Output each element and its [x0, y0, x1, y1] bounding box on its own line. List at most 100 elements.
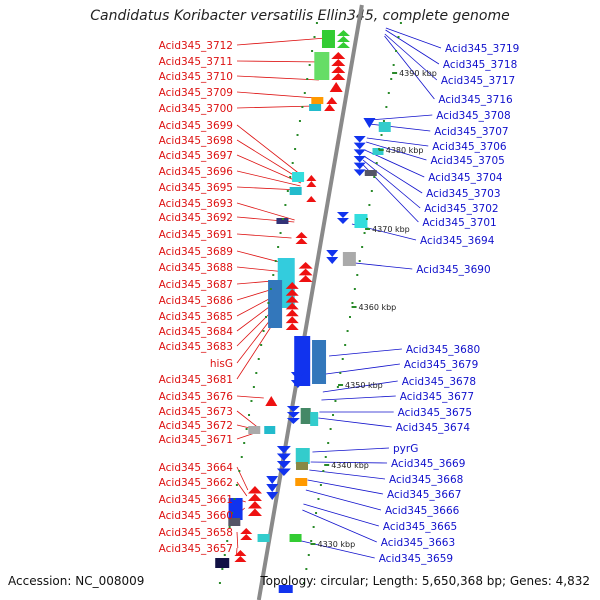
gene-arrow-forward — [363, 118, 376, 128]
gene-label-reverse: hisG — [210, 358, 233, 370]
leader-line — [312, 447, 390, 453]
gene-arrow-reverse — [234, 550, 247, 556]
gene-label-forward: Acid345_3708 — [436, 110, 510, 122]
gene-box — [300, 408, 311, 424]
gene-arrow-forward — [286, 418, 300, 424]
gene-label-forward: Acid345_3663 — [381, 537, 455, 549]
gene-label-forward: Acid345_3694 — [420, 235, 495, 247]
gene-label-forward: Acid345_3705 — [430, 155, 504, 167]
gene-box — [311, 97, 324, 104]
gene-label-reverse: Acid345_3698 — [159, 135, 233, 147]
gene-label-reverse: Acid345_3695 — [159, 182, 233, 194]
gene-label-forward: Acid345_3669 — [391, 458, 465, 470]
gene-label-reverse: Acid345_3712 — [159, 40, 233, 52]
gene-arrow-reverse — [298, 262, 313, 269]
gene-label-reverse: Acid345_3662 — [159, 477, 233, 489]
gene-label-forward: Acid345_3703 — [426, 188, 500, 200]
gene-box — [257, 534, 270, 542]
leader-line — [236, 410, 259, 429]
tick-label: 4360 kbp — [359, 303, 397, 312]
gene-arrow-forward — [276, 446, 291, 454]
gene-arrow-reverse — [295, 232, 308, 238]
gene-arrow-forward — [290, 380, 305, 388]
gene-box — [278, 585, 293, 593]
leader-line — [236, 124, 303, 177]
gene-label-forward: Acid345_3706 — [432, 141, 507, 153]
gene-arrow-reverse — [336, 42, 350, 48]
leader-line — [369, 114, 433, 121]
leader-line — [236, 233, 292, 239]
gene-arrow-reverse — [324, 104, 336, 111]
gene-label-reverse: Acid345_3685 — [159, 311, 233, 323]
gene-arrow-reverse — [240, 528, 253, 534]
gene-label-forward: Acid345_3702 — [424, 203, 498, 215]
leader-line — [321, 395, 396, 401]
gene-arrow-forward — [353, 149, 366, 156]
gene-box — [295, 448, 310, 464]
leader-line — [236, 139, 302, 181]
gene-label-reverse: Acid345_3661 — [159, 494, 233, 506]
gene-arrow-forward — [286, 406, 300, 412]
gene-arrow-forward — [266, 484, 279, 492]
gene-arrow-reverse — [285, 295, 299, 303]
gene-arrow-reverse — [285, 309, 299, 317]
gene-label-forward: Acid345_3666 — [385, 505, 460, 517]
gene-label-reverse: Acid345_3676 — [159, 391, 234, 403]
gene-label-reverse: Acid345_3683 — [159, 341, 233, 353]
gene-arrow-reverse — [285, 282, 299, 289]
gene-label-reverse: Acid345_3709 — [159, 87, 233, 99]
tick-label: 4380 kbp — [386, 146, 424, 155]
gene-arrow-reverse — [326, 97, 338, 104]
gene-arrow-reverse — [331, 66, 346, 73]
gene-label-forward: Acid345_3674 — [396, 422, 471, 434]
leader-line — [384, 33, 438, 81]
leader-line — [309, 469, 386, 480]
gene-arrow-forward — [276, 468, 291, 476]
gene-box — [276, 218, 289, 224]
gene-box — [295, 478, 308, 486]
gene-label-forward: Acid345_3719 — [445, 43, 519, 55]
gene-box — [309, 104, 322, 111]
tick-label: 4350 kbp — [345, 381, 383, 390]
leader-line — [307, 479, 384, 495]
gene-label-forward: Acid345_3678 — [402, 376, 476, 388]
gene-arrow-forward — [276, 461, 291, 469]
gene-arrow-forward — [353, 156, 366, 163]
leader-line — [236, 481, 248, 497]
gene-label-reverse: Acid345_3681 — [159, 374, 233, 386]
gene-arrow-reverse — [234, 556, 247, 562]
gene-label-forward: Acid345_3707 — [434, 126, 508, 138]
gene-box — [228, 498, 243, 520]
gene-box — [228, 518, 241, 526]
gene-box — [264, 426, 276, 434]
gene-label-reverse: Acid345_3672 — [159, 420, 233, 432]
gene-label-reverse: Acid345_3664 — [159, 462, 234, 474]
gene-label-forward: Acid345_3667 — [387, 489, 461, 501]
leader-line — [384, 35, 435, 100]
gene-label-reverse: Acid345_3686 — [159, 295, 234, 307]
gene-box — [310, 412, 319, 426]
leader-line — [362, 159, 421, 209]
gene-label-reverse: Acid345_3710 — [159, 71, 233, 83]
leader-line — [236, 202, 295, 221]
leader-line — [236, 60, 322, 63]
tick-label: 4330 kbp — [318, 540, 356, 549]
gene-label-forward: Acid345_3690 — [416, 264, 490, 276]
leader-line — [236, 531, 239, 549]
gene-label-reverse: Acid345_3673 — [159, 406, 233, 418]
gene-arrow-reverse — [331, 59, 346, 66]
leader-line — [329, 348, 402, 357]
gene-arrow-forward — [326, 257, 339, 264]
gene-arrow-reverse — [306, 181, 317, 187]
gene-label-forward: Acid345_3675 — [398, 407, 472, 419]
gene-label-reverse: Acid345_3660 — [159, 510, 233, 522]
gene-arrow-forward — [266, 492, 279, 500]
leader-line — [236, 75, 319, 81]
gene-arrow-reverse — [247, 501, 262, 509]
gene-box — [378, 122, 391, 132]
gene-arrow-forward — [286, 412, 300, 418]
leader-line — [236, 91, 316, 99]
gene-arrow-reverse — [298, 275, 313, 282]
